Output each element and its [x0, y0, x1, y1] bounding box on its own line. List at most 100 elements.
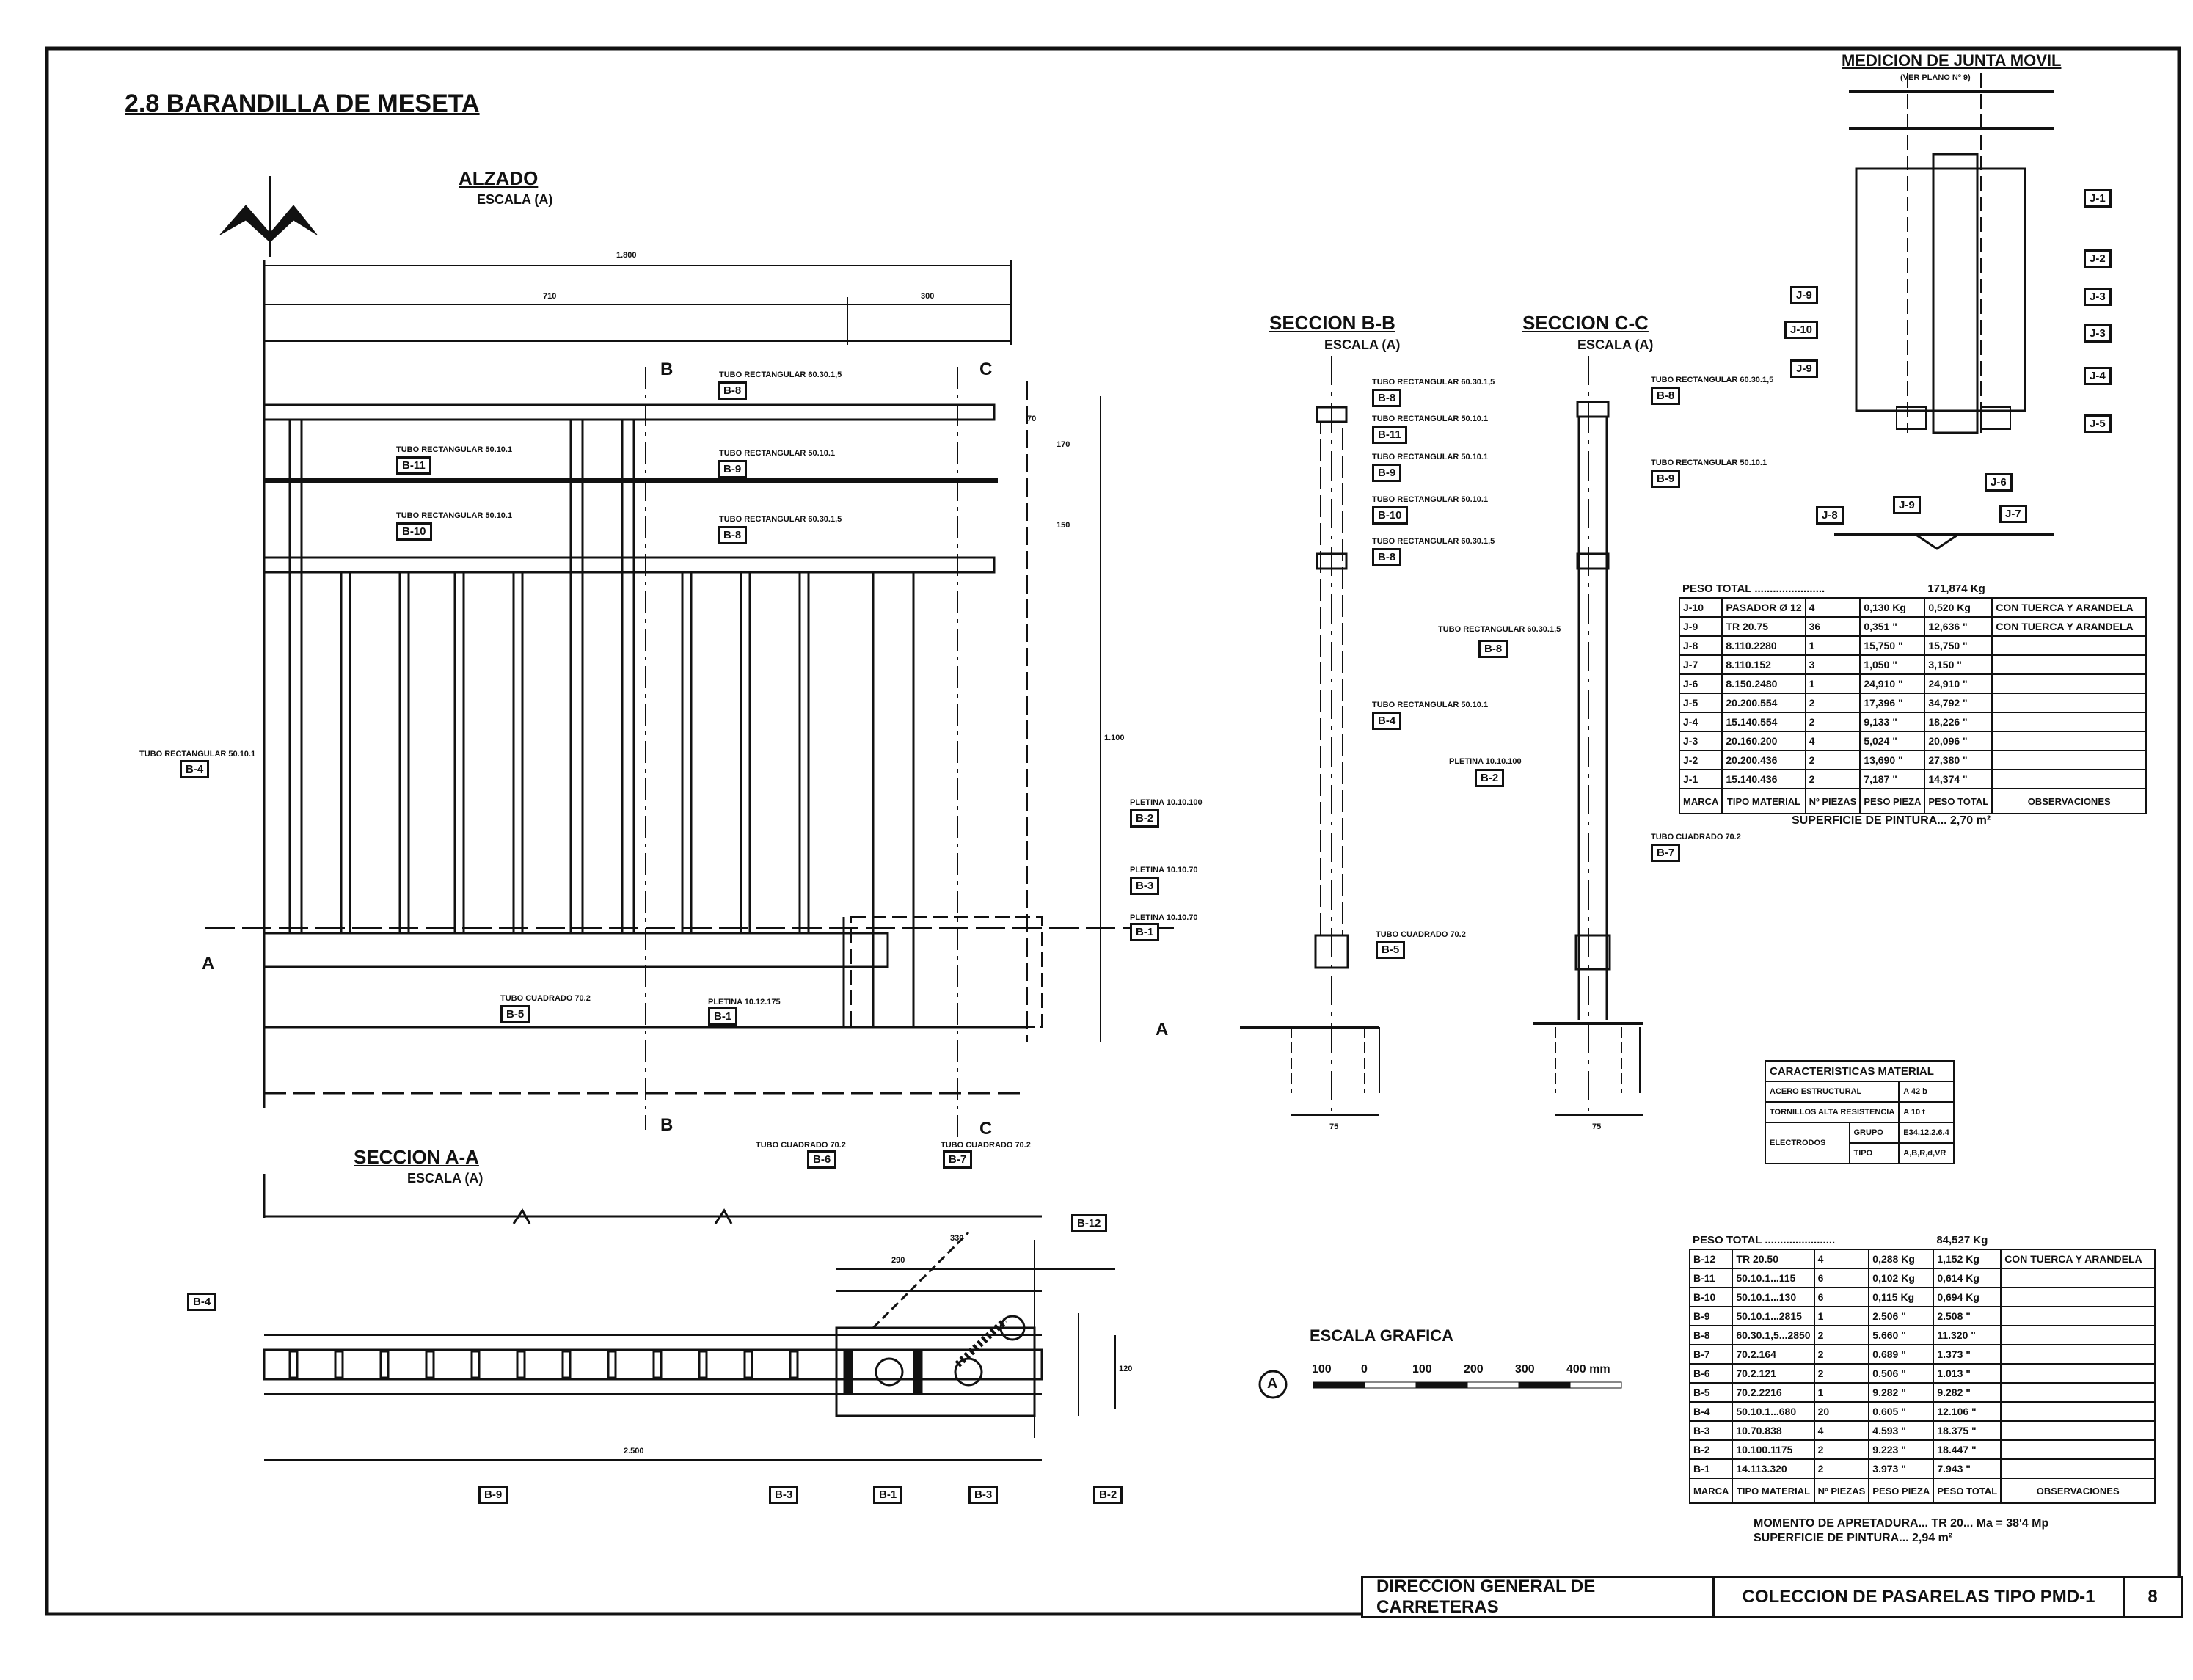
table-header-unit: PESO PIEZA [1859, 788, 1926, 814]
footer-agency: DIRECCION GENERAL DE CARRETERAS [1363, 1577, 1715, 1617]
table-cell-total: 1.373 " [1933, 1344, 2002, 1365]
label-cc-b8: TUBO RECTANGULAR 60.30.1,5 [1651, 376, 1774, 384]
table-header-material: TIPO MATERIAL [1732, 1478, 1815, 1504]
table-cell-qty: 4 [1813, 1420, 1870, 1441]
table-cell-material: 10.100.1175 [1732, 1439, 1815, 1460]
tipo-value: A,B,R,d,VR [1898, 1142, 1955, 1164]
table-cell-qty: 4 [1804, 731, 1861, 751]
dim-total: 1.800 [616, 251, 637, 260]
tag-j9b: J-9 [1790, 359, 1818, 378]
tag-aa-b2: B-2 [1093, 1486, 1123, 1504]
tag-j7: J-7 [1999, 505, 2027, 523]
tag-b2: B-2 [1130, 809, 1160, 828]
table-cell-obs [2000, 1268, 2156, 1288]
label-b7: TUBO CUADRADO 70.2 [941, 1141, 1031, 1150]
label-b4: TUBO RECTANGULAR 50.10.1 [139, 750, 256, 759]
table-cell-mark: B-5 [1688, 1382, 1734, 1403]
dim-70: 70 [1027, 414, 1037, 423]
label-b3: PLETINA 10.10.70 [1130, 866, 1198, 874]
plan-post [789, 1350, 799, 1379]
table-cell-unit: 0,115 Kg [1868, 1287, 1935, 1307]
table-cell-mark: B-9 [1688, 1306, 1734, 1326]
table-cell-mark: B-4 [1688, 1401, 1734, 1422]
table-cell-obs [2000, 1458, 2156, 1479]
label-b10: TUBO RECTANGULAR 50.10.1 [396, 511, 513, 520]
table-cell-qty: 1 [1804, 673, 1861, 694]
table-cell-unit: 7,187 " [1859, 769, 1926, 789]
dim-710: 710 [543, 292, 557, 301]
table-cell-total: 15,750 " [1924, 635, 1993, 656]
tag-j9c: J-9 [1893, 496, 1921, 514]
table-cell-obs [2000, 1344, 2156, 1365]
tag-b11: B-11 [396, 456, 431, 475]
acero-value: A 42 b [1898, 1081, 1955, 1103]
tag-j8: J-8 [1816, 506, 1844, 525]
baluster [740, 571, 751, 935]
table-cell-obs [1991, 769, 2148, 789]
table-cell-unit: 5.660 " [1868, 1325, 1935, 1345]
tag-bb-b8b: B-8 [1372, 548, 1402, 566]
table-header-mark: MARCA [1688, 1478, 1734, 1504]
table-header-unit: PESO PIEZA [1868, 1478, 1935, 1504]
table-cell-material: 50.10.1...680 [1732, 1401, 1815, 1422]
table-cell-material: 70.2.121 [1732, 1363, 1815, 1384]
label-b8: TUBO RECTANGULAR 60.30.1,5 [719, 370, 842, 379]
tag-aa-b4: B-4 [187, 1293, 217, 1311]
table-cell-mark: B-7 [1688, 1344, 1734, 1365]
table-cell-obs [1991, 731, 2148, 751]
table-cell-mark: B-8 [1688, 1325, 1734, 1345]
scale-tick-label: 100 [1312, 1363, 1332, 1376]
table-cell-total: 18,226 " [1924, 712, 1993, 732]
table-cell-mark: J-8 [1678, 635, 1723, 656]
tag-bb-b4: B-4 [1372, 712, 1402, 730]
tag-b5: B-5 [500, 1005, 530, 1023]
scale-tick-label: 200 [1464, 1363, 1484, 1376]
table-cell-unit: 0.605 " [1868, 1401, 1935, 1422]
table-cell-total: 1.013 " [1933, 1363, 2002, 1384]
table-b: PESO TOTAL .......................84,527… [1688, 1231, 2156, 1504]
seccion-cc-scale: ESCALA (A) [1577, 337, 1654, 352]
table-cell-obs [2000, 1401, 2156, 1422]
table-total-value: 84,527 Kg [1933, 1231, 2156, 1250]
table-cell-total: 1,152 Kg [1933, 1249, 2002, 1269]
table-cell-total: 34,792 " [1924, 693, 1993, 713]
table-cell-total: 18.447 " [1933, 1439, 2002, 1460]
table-cell-mark: J-7 [1678, 654, 1723, 675]
tag-b6: B-6 [807, 1150, 837, 1169]
seccion-aa-scale: ESCALA (A) [407, 1171, 484, 1186]
table-cell-obs [2000, 1306, 2156, 1326]
dim-75-bb: 75 [1329, 1122, 1339, 1131]
tag-cc-b9: B-9 [1651, 470, 1681, 488]
table-cell-obs [2000, 1325, 2156, 1345]
table-b-note1: MOMENTO DE APRETADURA... TR 20... Ma = 3… [1754, 1517, 2049, 1530]
tag-j6: J-6 [1985, 473, 2013, 492]
table-cell-qty: 1 [1813, 1382, 1870, 1403]
label-bb-b9: TUBO RECTANGULAR 50.10.1 [1372, 453, 1489, 461]
table-j: PESO TOTAL .......................171,87… [1678, 580, 2148, 814]
table-cell-mark: J-4 [1678, 712, 1723, 732]
dim-290: 290 [891, 1256, 905, 1265]
tag-aa-b1: B-1 [873, 1486, 903, 1504]
table-cell-total: 3,150 " [1924, 654, 1993, 675]
tag-b3: B-3 [1130, 877, 1160, 895]
table-cell-unit: 13,690 " [1859, 750, 1926, 770]
table-cell-qty: 2 [1813, 1363, 1870, 1384]
table-cell-unit: 0,130 Kg [1859, 597, 1926, 618]
label-cc-b2: PLETINA 10.10.100 [1449, 757, 1522, 766]
dim-150: 150 [1057, 521, 1070, 530]
table-cell-mark: J-9 [1678, 616, 1723, 637]
table-total-label: PESO TOTAL ....................... [1679, 580, 1925, 599]
plan-post [652, 1350, 663, 1379]
table-cell-mark: J-2 [1678, 750, 1723, 770]
tag-bb-b10: B-10 [1372, 506, 1408, 525]
table-cell-unit: 4.593 " [1868, 1420, 1935, 1441]
tag-aa-b3b: B-3 [968, 1486, 999, 1504]
scale-bar-mark: A [1267, 1376, 1278, 1392]
sheet-border [45, 46, 2181, 1616]
